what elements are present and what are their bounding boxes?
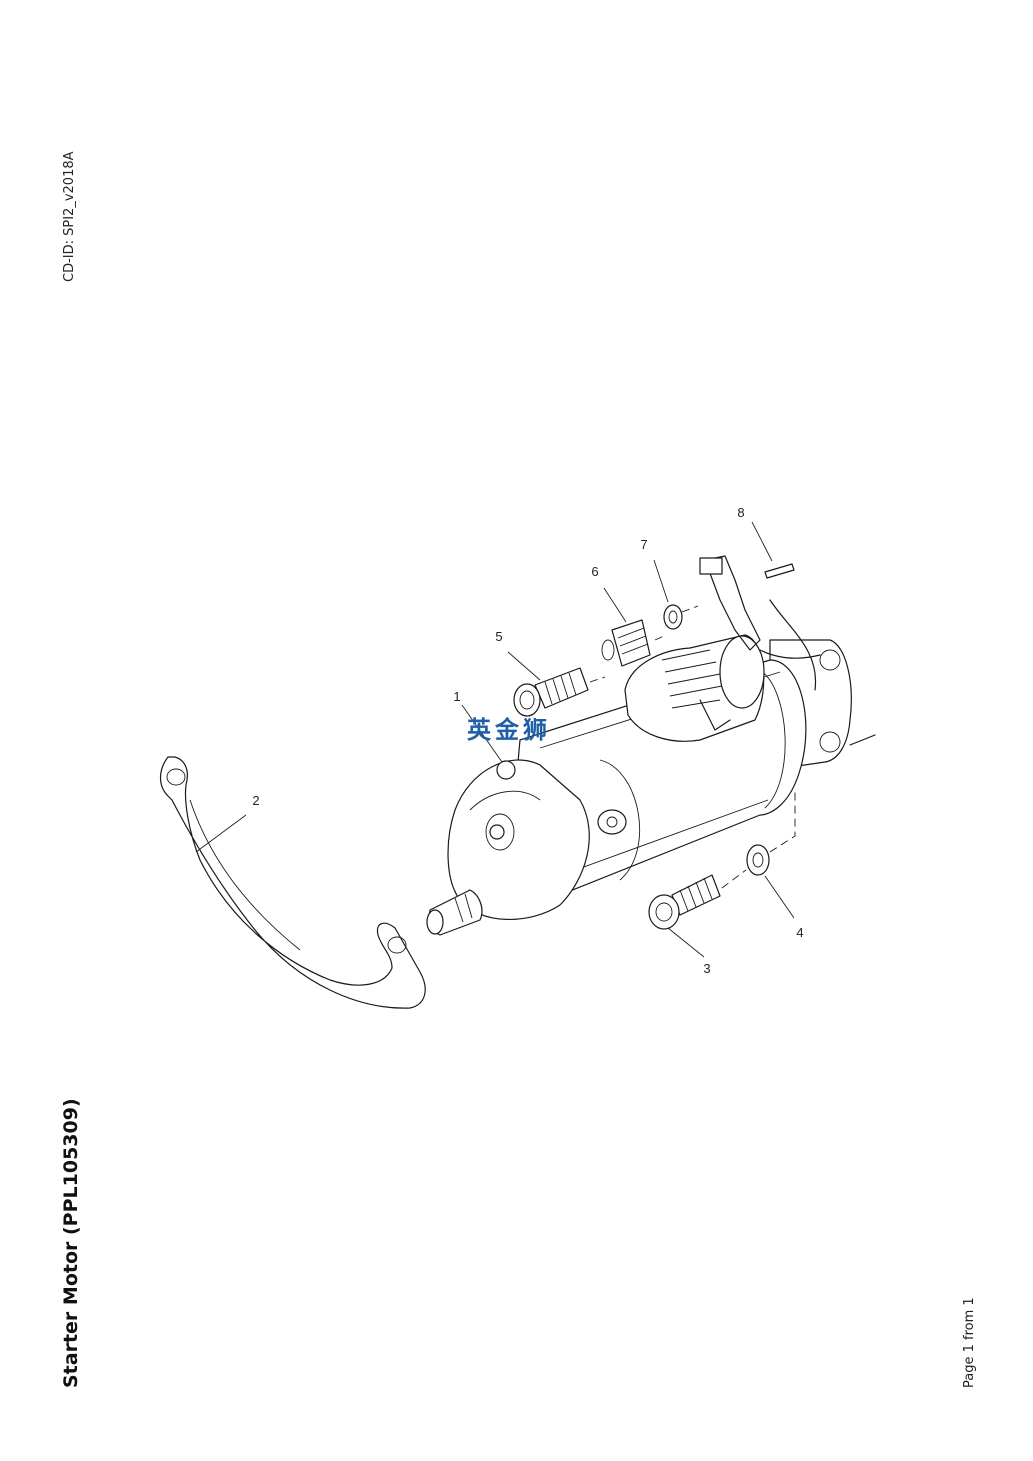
callout-8: 8 bbox=[737, 505, 744, 520]
bolt-5 bbox=[513, 667, 589, 717]
bolt-3 bbox=[648, 874, 721, 930]
pin-8 bbox=[764, 563, 795, 579]
washer-4 bbox=[746, 844, 770, 876]
callout-7: 7 bbox=[640, 537, 647, 552]
watermark-text: 英金狮 bbox=[467, 716, 551, 744]
callout-2: 2 bbox=[252, 793, 259, 808]
clip-6 bbox=[601, 619, 651, 667]
strap-bracket bbox=[159, 756, 426, 1009]
callout-6: 6 bbox=[591, 564, 598, 579]
callout-1: 1 bbox=[453, 689, 460, 704]
starter-motor-body bbox=[426, 555, 876, 936]
callout-4: 4 bbox=[796, 925, 803, 940]
callout-5: 5 bbox=[495, 629, 502, 644]
callout-labels: 1 2 3 4 5 6 7 8 bbox=[252, 505, 803, 976]
washer-7 bbox=[663, 604, 683, 630]
leader-lines bbox=[195, 521, 795, 958]
assembly-axis-lines bbox=[589, 605, 796, 889]
callout-3: 3 bbox=[703, 961, 710, 976]
